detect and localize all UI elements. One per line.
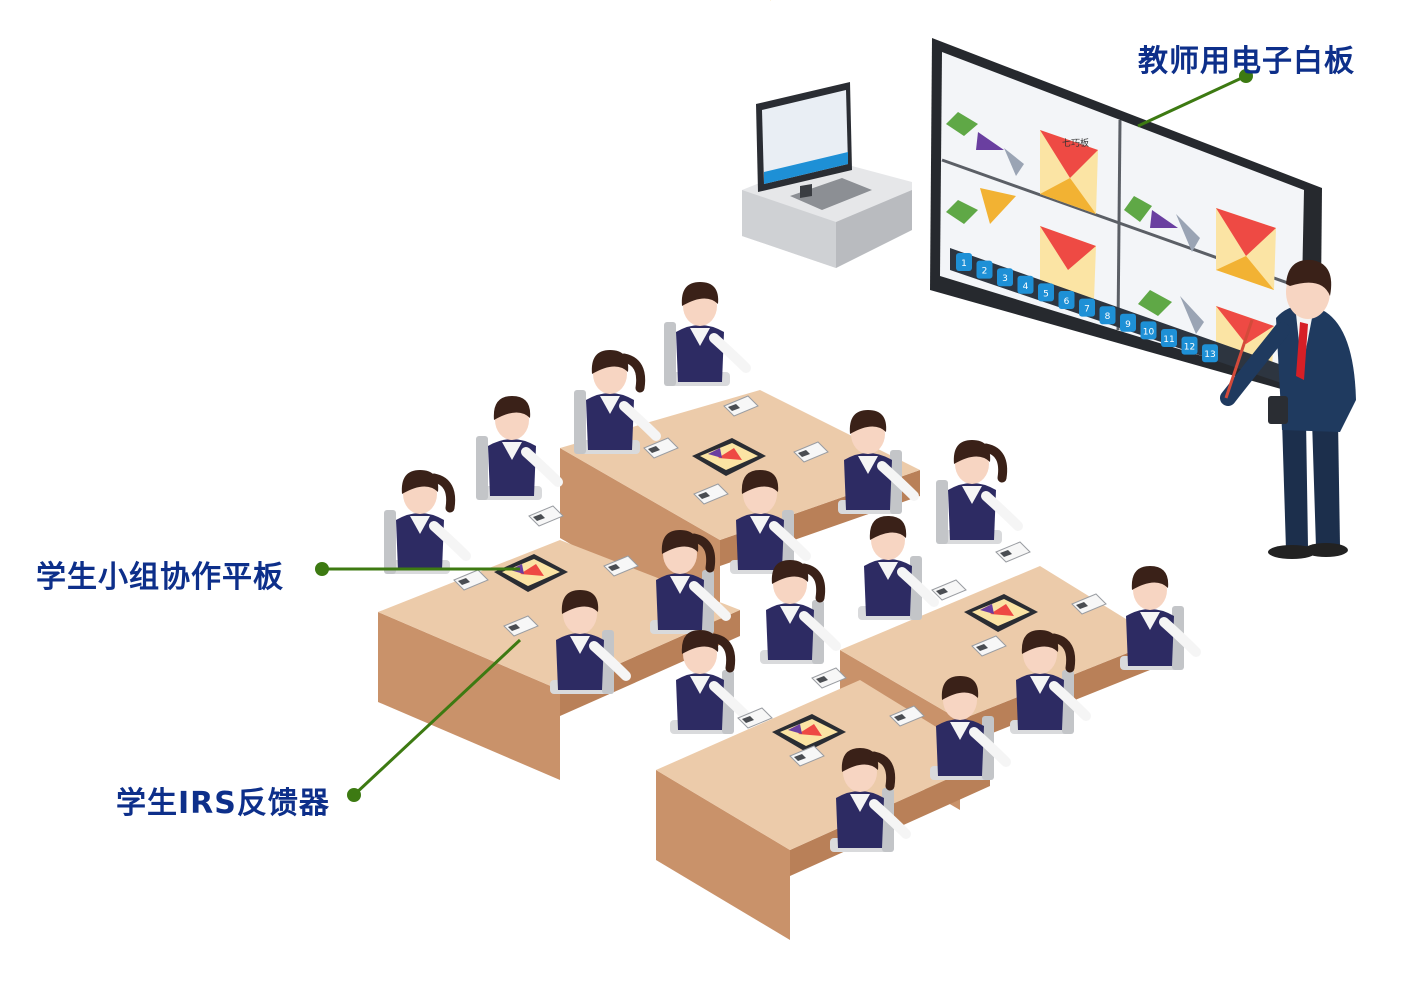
svg-text:4: 4 [1023, 282, 1029, 292]
svg-text:6: 6 [1064, 297, 1070, 307]
whiteboard-button-5: 5 [1038, 283, 1054, 301]
label-student-group-tablet: 学生小组协作平板 [36, 552, 284, 596]
svg-text:3: 3 [1002, 274, 1008, 284]
whiteboard-button-13: 13 [1202, 344, 1218, 362]
svg-text:13: 13 [1204, 350, 1215, 360]
irs-clicker-10 [932, 580, 966, 600]
teacher-desk-monitor [742, 0, 912, 268]
student-4 [384, 470, 466, 574]
svg-text:8: 8 [1105, 312, 1111, 322]
whiteboard-button-7: 7 [1079, 299, 1095, 317]
whiteboard-button-6: 6 [1059, 291, 1075, 309]
whiteboard-panel-title: 七巧板 [1062, 137, 1089, 149]
whiteboard-button-10: 10 [1141, 321, 1157, 339]
svg-text:2: 2 [982, 267, 988, 277]
whiteboard-button-9: 9 [1120, 314, 1136, 332]
svg-text:1: 1 [961, 259, 967, 269]
callout-dot-irs [347, 788, 361, 802]
label-teacher-whiteboard: 教师用电子白板 [1138, 36, 1355, 80]
svg-text:7: 7 [1084, 305, 1090, 315]
student-3 [476, 396, 558, 500]
whiteboard-button-11: 11 [1161, 329, 1177, 347]
student-11 [1120, 566, 1196, 670]
whiteboard-button-2: 2 [977, 261, 993, 279]
whiteboard-button-8: 8 [1100, 306, 1116, 324]
whiteboard-button-4: 4 [1018, 276, 1034, 294]
irs-clicker-9 [996, 542, 1030, 562]
callout-line-board [1138, 76, 1246, 126]
svg-text:11: 11 [1163, 335, 1174, 345]
irs-clicker-5 [529, 506, 563, 526]
student-10 [760, 560, 836, 664]
whiteboard-button-1: 1 [956, 253, 972, 271]
svg-text:12: 12 [1184, 343, 1195, 353]
whiteboard-button-3: 3 [997, 268, 1013, 286]
svg-text:9: 9 [1125, 320, 1131, 330]
svg-text:5: 5 [1043, 289, 1049, 299]
student-9 [858, 516, 934, 620]
student-6 [936, 440, 1018, 544]
callout-dot-tablet [315, 562, 329, 576]
student-1 [664, 282, 746, 386]
whiteboard-button-12: 12 [1182, 337, 1198, 355]
label-student-irs-clicker: 学生IRS反馈器 [116, 778, 330, 822]
svg-text:10: 10 [1143, 327, 1155, 337]
